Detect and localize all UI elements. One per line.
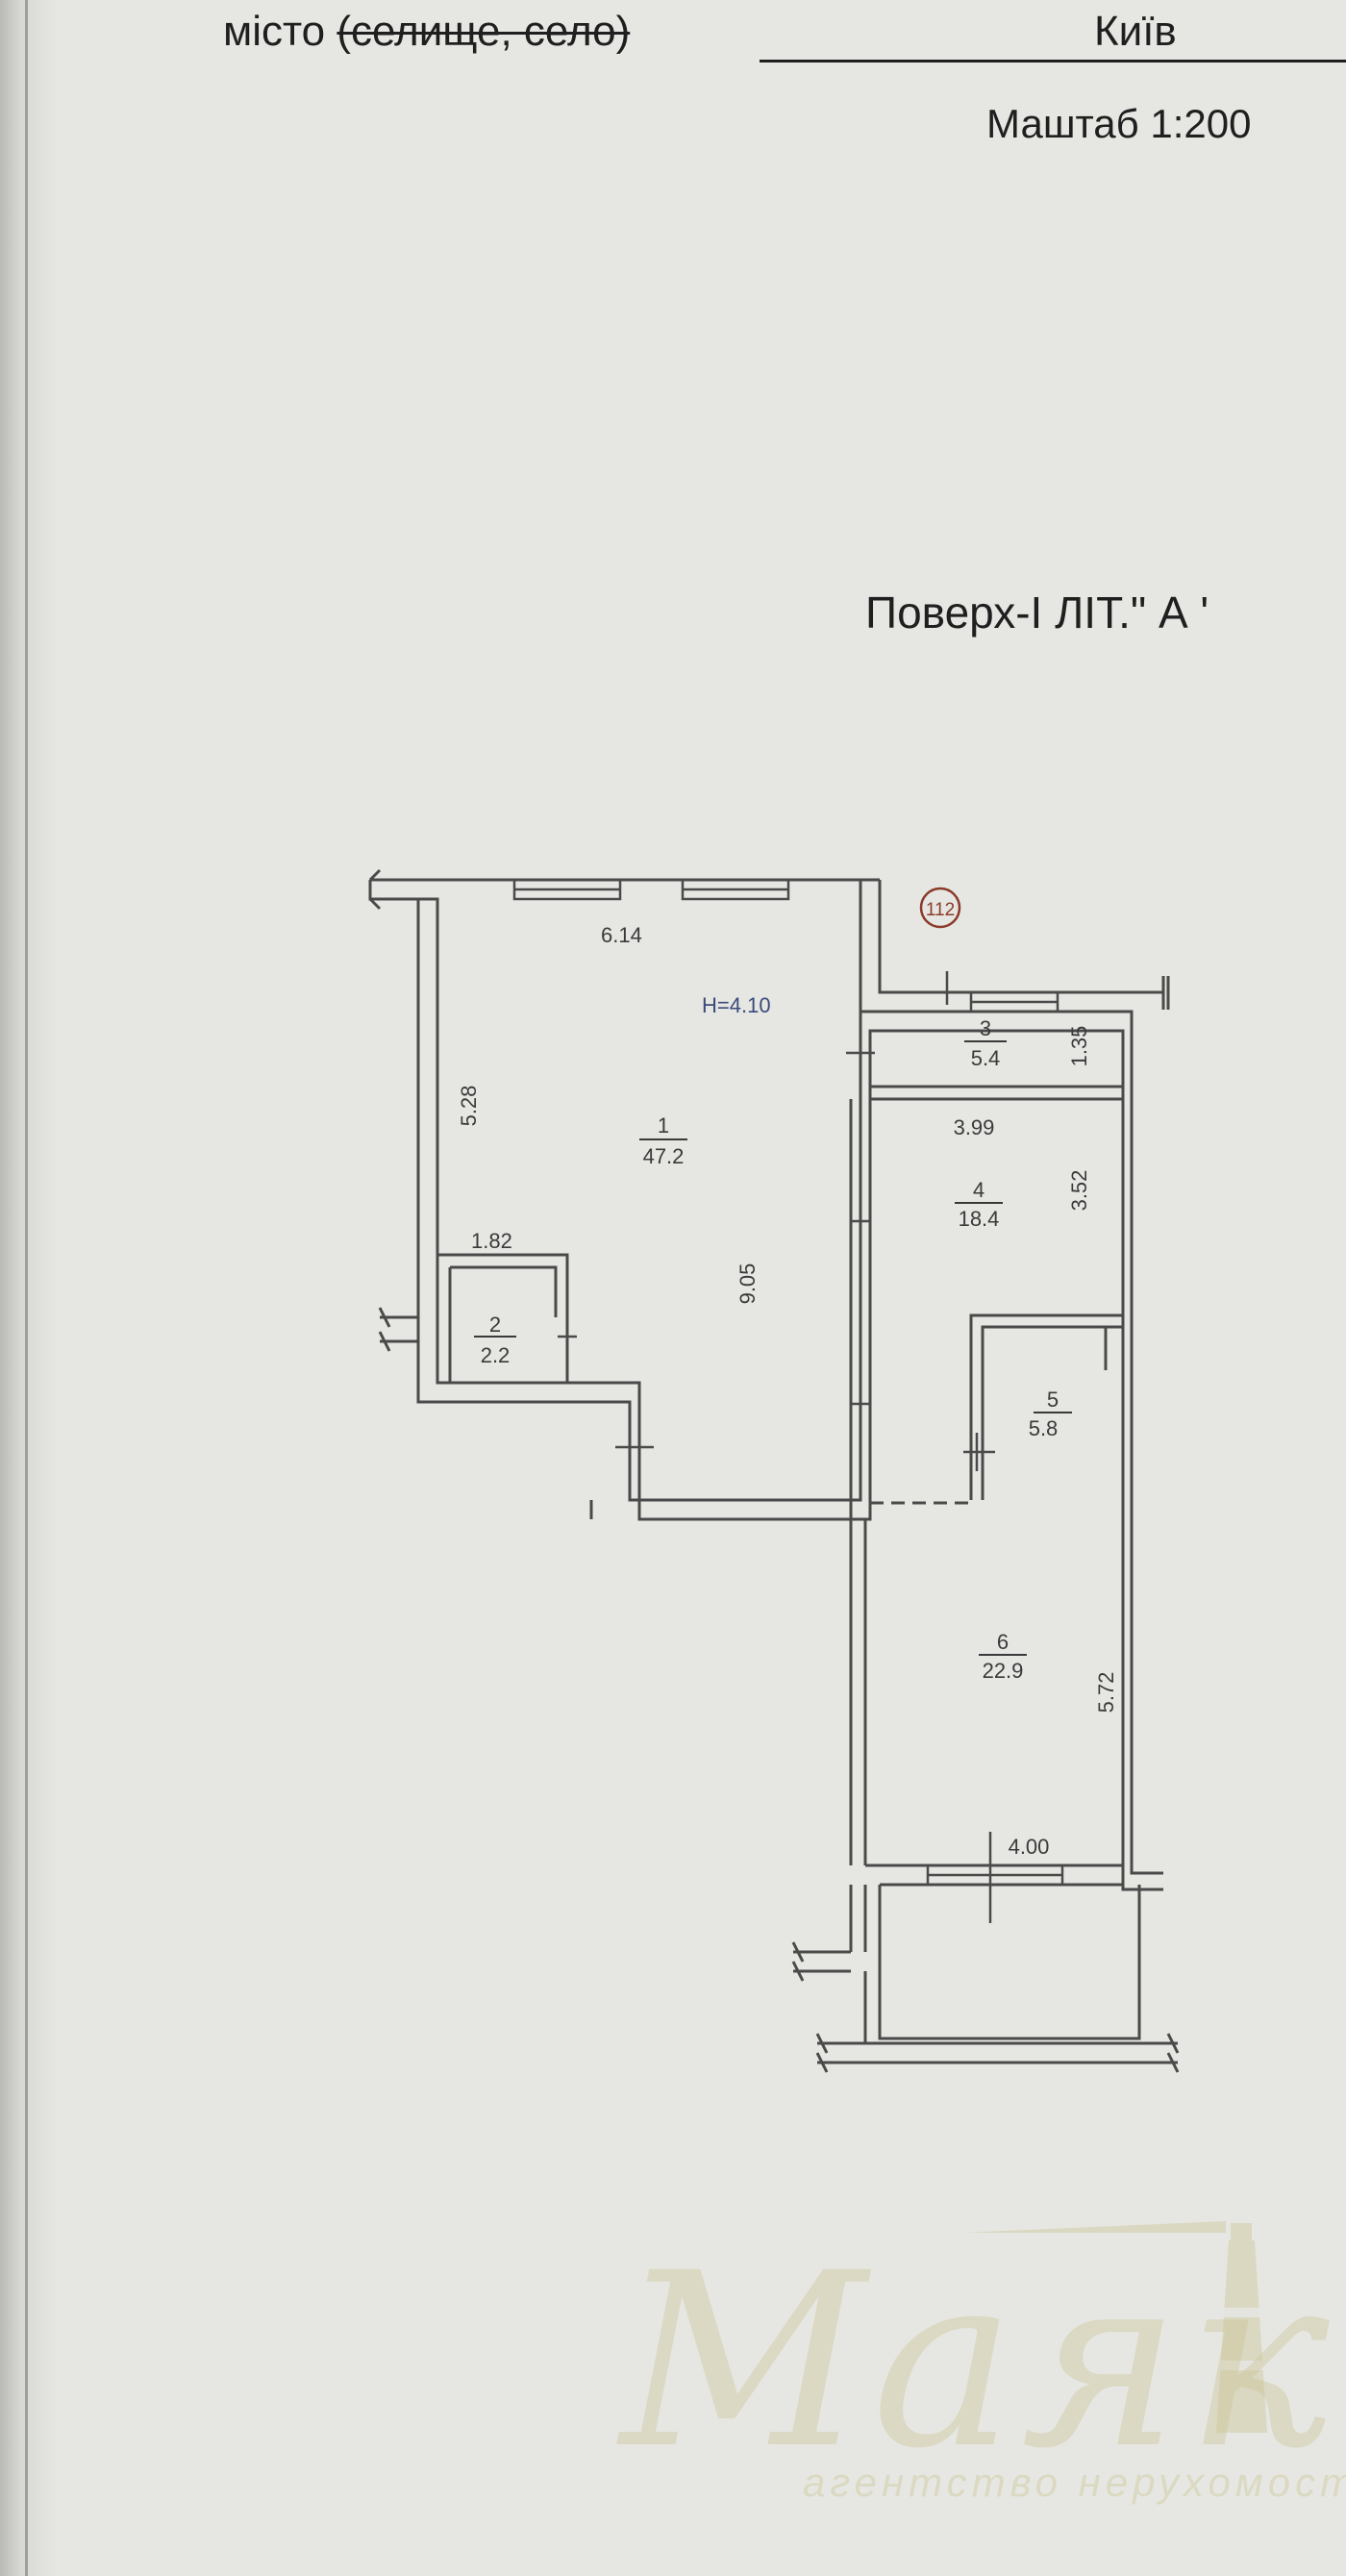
doors xyxy=(558,971,995,1923)
dim-room3-side: 1.35 xyxy=(1067,1026,1091,1067)
city-struck-options: (селище, село) xyxy=(336,8,631,55)
paper-edge xyxy=(0,0,58,2576)
dim-room1-width: 6.14 xyxy=(601,923,642,947)
city-name: Київ xyxy=(1094,8,1177,55)
dim-room1-side: 5.28 xyxy=(457,1086,481,1127)
inner-walls xyxy=(437,1085,1180,2073)
room4-number: 4 xyxy=(973,1178,985,1202)
room3-number: 3 xyxy=(980,1016,991,1040)
dim-room4-width: 3.99 xyxy=(954,1115,995,1139)
room5-area: 5.8 xyxy=(1029,1416,1059,1440)
dim-room1-length: 9.05 xyxy=(735,1263,760,1305)
windows xyxy=(512,878,1064,1887)
building-number: 112 xyxy=(926,900,955,920)
room5-number: 5 xyxy=(1047,1388,1059,1412)
city-prefix: місто xyxy=(223,8,337,55)
room4-area: 18.4 xyxy=(959,1207,1000,1231)
room3-area: 5.4 xyxy=(971,1046,1001,1070)
room2-number: 2 xyxy=(489,1313,501,1337)
outer-wall xyxy=(368,868,1170,1891)
header-city-line: місто (селище, село) xyxy=(223,8,630,56)
city-underline xyxy=(760,60,1346,63)
watermark-brand: Маяк xyxy=(620,2221,1335,2501)
ceiling-height: H=4.10 xyxy=(702,993,771,1017)
dim-room6-side: 5.72 xyxy=(1094,1672,1118,1713)
dim-room2-width: 1.82 xyxy=(471,1229,512,1253)
lighthouse-logo-icon xyxy=(961,2221,1267,2433)
paper-binding-line xyxy=(25,0,28,2576)
room6-area: 22.9 xyxy=(983,1659,1024,1683)
room1-area: 47.2 xyxy=(643,1144,685,1168)
dim-room4-side: 3.52 xyxy=(1067,1170,1091,1212)
room2-area: 2.2 xyxy=(481,1343,511,1367)
watermark-tagline: агентство нерухомості xyxy=(803,2460,1346,2505)
room1-number: 1 xyxy=(658,1113,669,1138)
scale-label: Маштаб 1:200 xyxy=(986,101,1252,146)
dim-room6-width: 4.00 xyxy=(1009,1835,1050,1859)
room6-number: 6 xyxy=(997,1630,1009,1654)
building-number-marker xyxy=(919,887,961,929)
floor-label: Поверх-І ЛІТ." А ' xyxy=(865,588,1209,638)
